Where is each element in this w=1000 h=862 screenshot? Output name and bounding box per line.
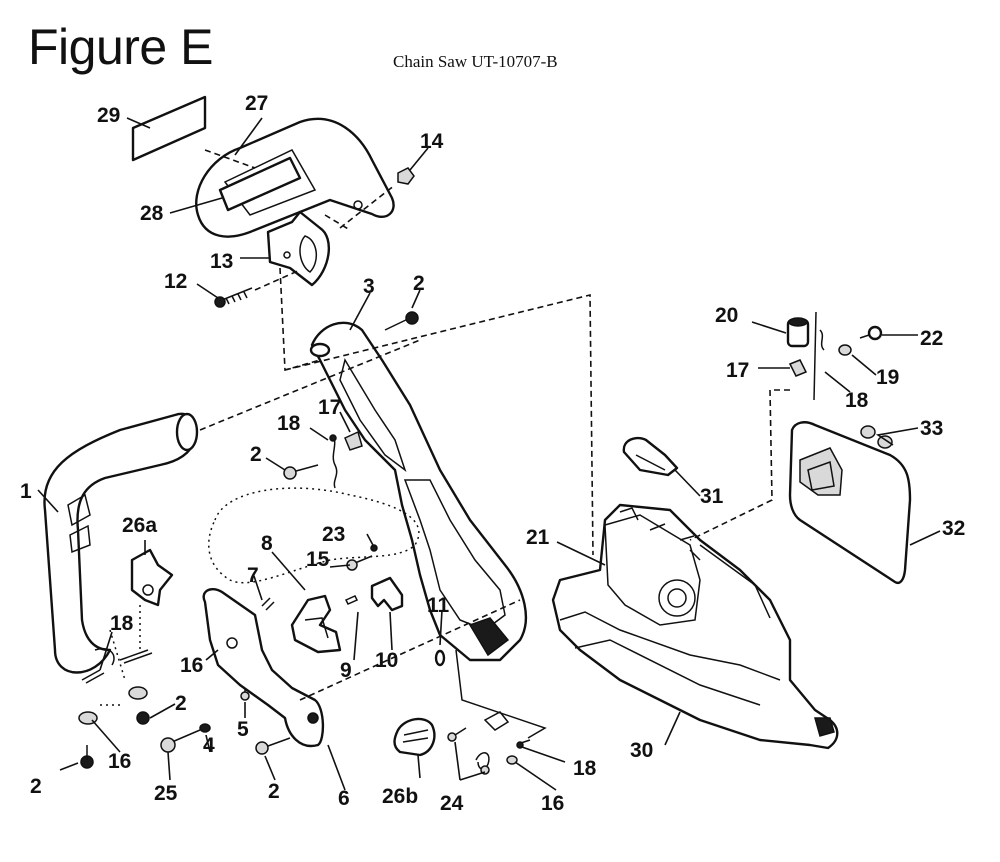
callout-4: 4 xyxy=(203,734,215,757)
callout-20: 20 xyxy=(715,304,738,327)
callout-3: 3 xyxy=(363,275,375,298)
callout-23: 23 xyxy=(322,523,345,546)
screw-2-top xyxy=(384,311,419,331)
callout-18-centre: 18 xyxy=(277,412,301,435)
callout-19: 19 xyxy=(876,366,899,389)
callout-21: 21 xyxy=(526,526,550,549)
callout-12: 12 xyxy=(164,270,187,293)
callout-16-bottom: 16 xyxy=(541,792,564,815)
spring-assembly-24 xyxy=(447,711,510,775)
nuts-33 xyxy=(860,425,893,449)
washer-19 xyxy=(838,344,852,356)
buffer-26b xyxy=(393,717,436,757)
rear-handle-3 xyxy=(309,321,528,662)
bushing-20 xyxy=(786,317,810,348)
figure-subtitle: Chain Saw UT-10707-B xyxy=(393,52,558,71)
crankcase-30 xyxy=(551,503,839,750)
clip-17-centre xyxy=(344,430,363,451)
callout-6: 6 xyxy=(338,787,350,810)
washer-16-bottom xyxy=(506,755,518,765)
callout-32: 32 xyxy=(942,517,965,540)
assembly-line-3-30 xyxy=(284,293,594,556)
callout-14: 14 xyxy=(420,130,444,153)
screw-2-mid-left xyxy=(136,711,150,725)
callout-8: 8 xyxy=(261,532,273,555)
cover-32 xyxy=(788,421,912,584)
callout-31: 31 xyxy=(700,485,724,508)
callout-33: 33 xyxy=(920,417,943,440)
bracket-26a xyxy=(130,548,174,607)
assembly-line-1-bracket xyxy=(100,605,141,706)
pin-7 xyxy=(261,597,275,611)
callout-22: 22 xyxy=(920,327,943,350)
callout-13: 13 xyxy=(210,250,233,273)
cover-outline xyxy=(208,487,420,584)
spring-18-right xyxy=(813,311,825,401)
callout-5: 5 xyxy=(237,718,249,741)
callout-2-top: 2 xyxy=(413,272,425,295)
clip-9 xyxy=(344,595,359,605)
callout-18-bottom: 18 xyxy=(573,757,597,780)
pin-23 xyxy=(370,544,378,552)
callout-18-right: 18 xyxy=(845,389,869,412)
bolt-25 xyxy=(160,729,201,753)
callout-2-lower-left: 2 xyxy=(30,775,42,798)
callout-24: 24 xyxy=(440,792,464,815)
callout-26b: 26b xyxy=(382,785,418,808)
pin-11 xyxy=(434,649,446,667)
nut-14 xyxy=(397,167,415,185)
bracket-8 xyxy=(290,594,342,654)
callout-7: 7 xyxy=(247,564,259,587)
leader-lines xyxy=(37,117,941,791)
screw-2-lower-centre xyxy=(255,737,291,755)
callout-30: 30 xyxy=(630,739,653,762)
screw-22 xyxy=(859,325,883,341)
springs-18-left xyxy=(81,649,153,684)
bracket-13 xyxy=(266,210,330,287)
callout-28: 28 xyxy=(140,202,164,225)
callout-16-centre: 16 xyxy=(180,654,203,677)
screw-2-centre xyxy=(283,464,319,480)
callout-17-centre: 17 xyxy=(318,396,341,419)
callout-18-left: 18 xyxy=(110,612,134,635)
spring-18-bottom xyxy=(516,739,531,749)
guard-10 xyxy=(370,576,404,612)
assembly-line-20-crankcase xyxy=(689,389,790,541)
callout-2-lower-centre: 2 xyxy=(268,780,280,803)
washer-4 xyxy=(199,723,211,733)
callout-1: 1 xyxy=(20,480,32,503)
bracket-24-outline xyxy=(455,649,547,739)
callout-16-left: 16 xyxy=(108,750,131,773)
callout-11: 11 xyxy=(427,594,450,617)
grip-insert-28 xyxy=(218,156,302,212)
spring-18-centre xyxy=(329,434,338,489)
screw-2-lower-left xyxy=(80,745,94,769)
figure-title: Figure E xyxy=(28,19,213,75)
callout-27: 27 xyxy=(245,92,268,115)
callout-9: 9 xyxy=(340,659,352,682)
callout-10: 10 xyxy=(375,649,398,672)
callout-15: 15 xyxy=(306,548,330,571)
fuel-cap-31 xyxy=(622,436,679,477)
callout-17-right: 17 xyxy=(726,359,749,382)
callout-2-mid-left: 2 xyxy=(175,692,187,715)
stud-5 xyxy=(240,688,250,701)
callout-25: 25 xyxy=(154,782,178,805)
clip-17-right xyxy=(788,359,808,377)
assembly-line-base xyxy=(299,599,521,701)
screw-12 xyxy=(214,287,253,308)
assembly-line-27-13 xyxy=(204,149,396,372)
side-plate-6 xyxy=(202,588,325,748)
callout-26a: 26a xyxy=(122,514,157,537)
callout-2-centre: 2 xyxy=(250,443,262,466)
decal-29 xyxy=(131,95,207,162)
callout-labels: 29 27 14 28 13 12 3 2 20 22 19 17 18 33 … xyxy=(20,92,965,815)
front-handle-1 xyxy=(43,412,199,674)
callout-29: 29 xyxy=(97,104,120,127)
